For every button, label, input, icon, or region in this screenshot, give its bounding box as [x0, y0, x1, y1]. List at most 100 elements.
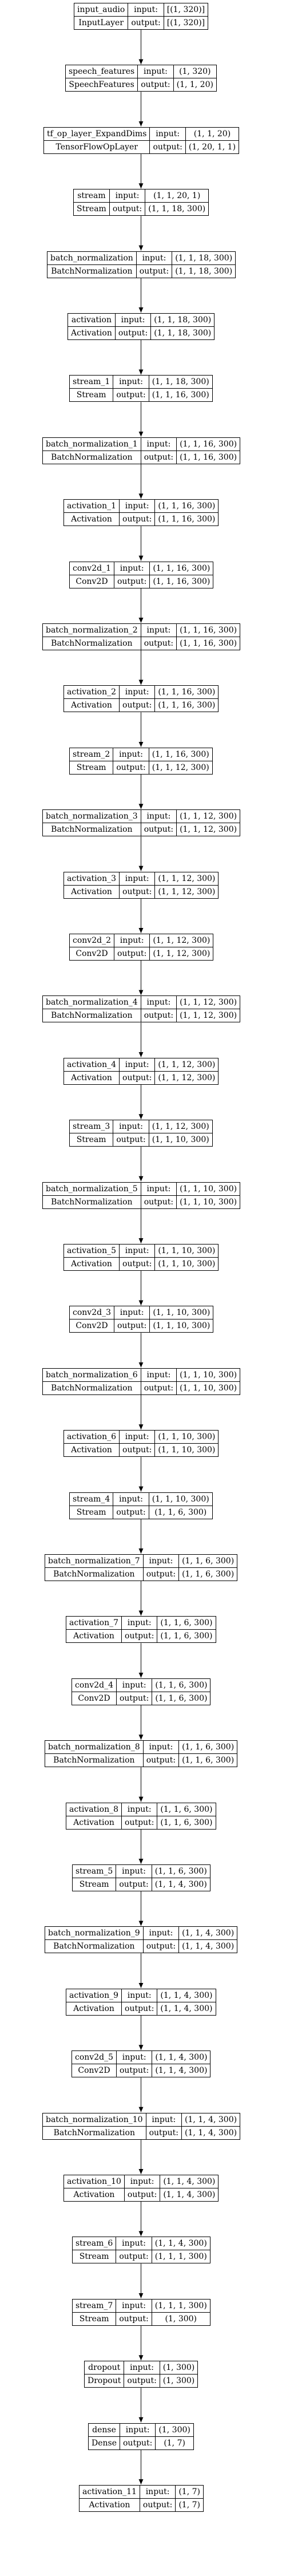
output-label: output: [146, 1570, 176, 1579]
io-shape-column: [(1, 320)][(1, 320)] [164, 3, 208, 29]
output-shape: (1, 1, 4, 300) [154, 1880, 207, 1889]
layer-name: activation_5 [64, 1244, 120, 1258]
input-shape: (1, 1, 10, 300) [177, 1369, 240, 1382]
io-label-column: input:output: [136, 251, 173, 278]
layer-name: activation_8 [66, 1803, 122, 1816]
output-shape: (1, 1, 4, 300) [163, 2190, 216, 2199]
io-shape-column: (1, 1, 20, 1)(1, 1, 18, 300) [145, 189, 209, 215]
output-label: output: [116, 762, 146, 772]
io-shape-column: (1, 1, 12, 300)(1, 1, 12, 300) [155, 1058, 219, 1084]
input-label: input: [141, 1369, 177, 1382]
input-label: input: [141, 624, 177, 637]
output-shape: (1, 1, 6, 300) [154, 1507, 207, 1517]
io-shape-column: (1, 1, 4, 300)(1, 1, 4, 300) [182, 2113, 240, 2139]
io-shape-column: (1, 1, 12, 300)(1, 1, 10, 300) [149, 1120, 212, 1146]
layer-name: stream_5 [73, 1865, 116, 1878]
output-label: output: [146, 1942, 176, 1951]
output-shape: (1, 1, 12, 300) [152, 762, 209, 772]
layer-type: Stream [76, 1507, 106, 1517]
io-shape-column: (1, 300)(1, 7) [156, 2424, 193, 2449]
io-label-column: input: output: [143, 1555, 180, 1581]
layer-name: conv2d_5 [72, 2051, 116, 2065]
layer-type: BatchNormalization [51, 639, 133, 648]
output-shape: (1, 1, 18, 300) [148, 204, 206, 214]
output-shape: (1, 1, 4, 300) [160, 2004, 213, 2013]
layer-name: activation_9 [66, 1989, 122, 2002]
layer-type: Activation [71, 1445, 112, 1455]
input-shape: (1, 1, 6, 300) [152, 1865, 210, 1878]
input-label: input: [120, 2424, 156, 2437]
io-shape-column: (1, 1, 6, 300)(1, 1, 6, 300) [157, 1803, 216, 1829]
layer-type: BatchNormalization [51, 1197, 133, 1207]
output-label: output: [144, 1383, 174, 1393]
input-shape: (1, 1, 6, 300) [179, 1555, 237, 1568]
input-shape: (1, 1, 4, 300) [152, 2237, 210, 2251]
layer-name: conv2d_3 [70, 1306, 114, 1320]
layer-name: activation [68, 314, 115, 327]
layer-type: Dense [92, 2438, 117, 2448]
input-label: input: [150, 128, 185, 141]
input-label: input: [124, 2175, 160, 2188]
layer-type: Activation [73, 1631, 114, 1641]
io-shape-column: (1, 1, 6, 300)(1, 1, 6, 300) [157, 1617, 216, 1642]
input-label: input: [122, 1989, 157, 2002]
output-label: output: [116, 390, 146, 400]
input-shape: (1, 1, 12, 300) [155, 872, 219, 886]
input-shape: (1, 1, 12, 300) [149, 1120, 212, 1134]
input-label: input: [116, 1865, 152, 1878]
output-label: output: [125, 1818, 154, 1827]
io-label-column: input:output: [116, 1678, 153, 1705]
input-label: input: [143, 1555, 179, 1568]
io-shape-column: (1, 300)(1, 300) [160, 2361, 198, 2387]
layer-name: dense [89, 2424, 120, 2437]
input-shape: (1, 7) [176, 2486, 203, 2499]
input-label: input: [141, 996, 177, 1010]
input-shape: (1, 1, 16, 300) [149, 748, 212, 761]
output-shape: (1, 1, 16, 300) [158, 701, 216, 710]
output-shape: (1, 7) [164, 2438, 185, 2448]
layer-name: activation_7 [66, 1617, 122, 1630]
layer-name: input_audio [74, 3, 128, 17]
layer-type: Conv2D [78, 1693, 110, 1703]
output-shape: (1, 1, 6, 300) [182, 1570, 235, 1579]
input-label: input: [140, 2486, 176, 2499]
output-label: output: [122, 1073, 152, 1082]
output-label: output: [127, 2376, 157, 2386]
layer-name: batch_normalization_1 [43, 438, 141, 451]
input-shape: (1, 1, 12, 300) [155, 1058, 219, 1072]
output-label: output: [112, 204, 142, 214]
layer-type: BatchNormalization [51, 266, 133, 276]
layer-name: batch_normalization_10 [43, 2113, 146, 2127]
output-shape: (1, 1, 4, 300) [182, 1942, 235, 1951]
layer-type: Activation [73, 2004, 114, 2013]
io-shape-column: (1, 1, 16, 300)(1, 1, 16, 300) [155, 500, 219, 526]
output-label: output: [144, 1011, 174, 1021]
io-shape-column: (1, 1, 10, 300)(1, 1, 6, 300) [149, 1493, 212, 1519]
io-shape-column: (1, 1, 16, 300)(1, 1, 16, 300) [155, 686, 219, 712]
io-shape-column: (1, 1, 6, 300)(1, 1, 6, 300) [179, 1741, 237, 1767]
output-shape: (1, 7) [178, 2500, 200, 2510]
io-label-column: input:output: [116, 2237, 152, 2263]
output-label: output: [139, 266, 169, 276]
output-shape: (1, 1, 10, 300) [158, 1445, 216, 1455]
output-shape: (1, 1, 16, 300) [180, 452, 237, 462]
output-shape: (1, 1, 6, 300) [182, 1756, 235, 1765]
